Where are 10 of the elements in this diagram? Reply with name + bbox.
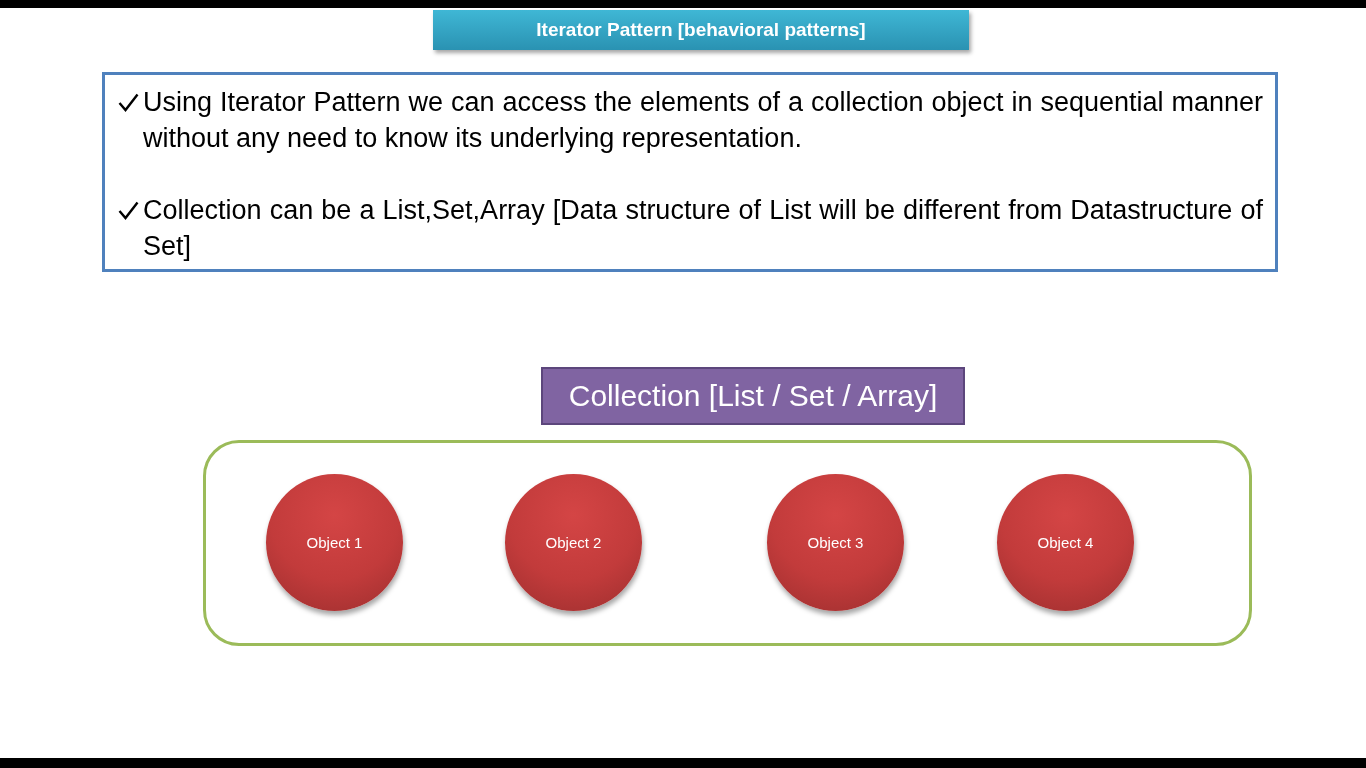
- object-circle: Object 2: [505, 474, 642, 611]
- object-circle: Object 4: [997, 474, 1134, 611]
- object-circle: Object 3: [767, 474, 904, 611]
- group-container: [203, 440, 1252, 646]
- bullet-text: Using Iterator Pattern we can access the elements of a collection object in sequential manner without any need to know its underlying representation.: [143, 86, 1263, 155]
- bullet-text: Collection can be a List,Set,Array [Data structure of List will be different from Datastructure of Set]: [143, 194, 1263, 263]
- object-circle: Object 1: [266, 474, 403, 611]
- text-panel: [102, 72, 1278, 272]
- collection-heading: Collection [List / Set / Array]: [541, 367, 965, 425]
- title-banner: Iterator Pattern [behavioral patterns]: [433, 10, 969, 50]
